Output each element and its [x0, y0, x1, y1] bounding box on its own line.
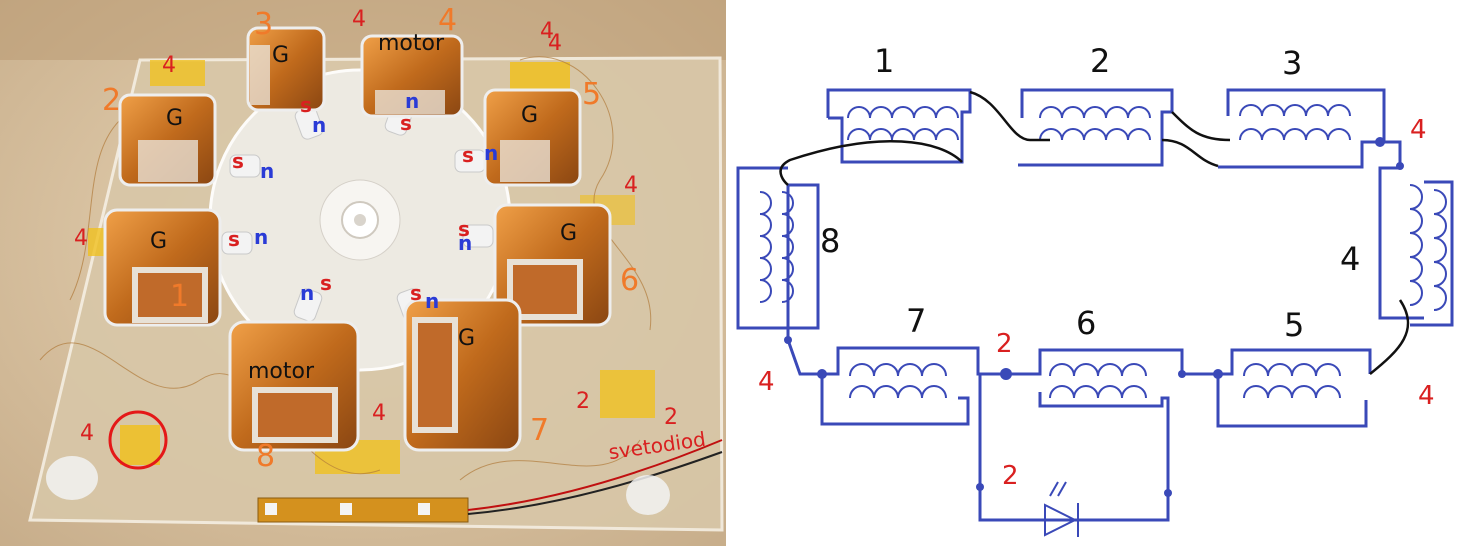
- schematic-node-label: 2: [996, 329, 1013, 359]
- magnet: [229, 154, 261, 178]
- coil-number-1: 1: [170, 279, 189, 314]
- coil-label-3: G: [272, 43, 289, 68]
- magnet-pole-label: s: [228, 227, 240, 251]
- node-label: 2: [576, 389, 590, 414]
- node-label: 4: [548, 31, 562, 56]
- led-symbol: [1044, 481, 1079, 537]
- coil-label-6: G: [560, 221, 577, 246]
- magnet-pole-label: n: [458, 231, 472, 255]
- magnet-pole-label: n: [312, 113, 326, 137]
- tape-patch: [600, 370, 655, 418]
- schematic-wires: [736, 88, 1454, 522]
- magnet-pole-label: s: [458, 217, 470, 241]
- magnet-pole-label: n: [260, 159, 274, 183]
- coil-number-2: 2: [102, 83, 121, 118]
- node-label: 4: [372, 401, 386, 426]
- rubber-foot: [46, 456, 98, 500]
- schematic-node-label: 4: [758, 367, 775, 397]
- coil-label-4: motor: [378, 31, 445, 56]
- schematic-coil-number-5: 5: [1284, 306, 1304, 344]
- magnet-pole-label: s: [300, 93, 312, 117]
- coil-3: [246, 26, 326, 112]
- lead-wires: [39, 56, 652, 481]
- magnet-pole-label: n: [254, 225, 268, 249]
- coil-5: [483, 88, 582, 187]
- schematic-coil-number-7: 7: [906, 302, 926, 340]
- magnet-pole-label: n: [425, 289, 439, 313]
- schematic-coil-number-1: 1: [874, 42, 894, 80]
- tape-patch: [150, 60, 205, 86]
- node-label: 4: [162, 53, 176, 78]
- coil-1: [103, 208, 222, 327]
- coil-number-3: 3: [254, 7, 273, 42]
- coil-label-1: G: [150, 229, 167, 254]
- rubber-foot: [626, 475, 670, 515]
- node-label: 4: [74, 226, 88, 251]
- node-label: 4: [352, 7, 366, 32]
- coil-number-5: 5: [582, 77, 601, 112]
- led-strip: [257, 439, 723, 523]
- schematic-node-label: 4: [1410, 115, 1427, 145]
- magnet-pole-label: s: [232, 149, 244, 173]
- magnet-pole-label: s: [462, 143, 474, 167]
- tape-patch: [510, 62, 570, 90]
- schematic-coil-number-2: 2: [1090, 42, 1110, 80]
- schematic-coil-number-6: 6: [1076, 304, 1096, 342]
- magnet: [293, 288, 323, 322]
- node-label: 4: [540, 19, 554, 44]
- magnet-pole-label: n: [484, 141, 498, 165]
- magnet: [462, 224, 494, 248]
- coil-number-7: 7: [530, 413, 549, 448]
- magnet-pole-label: s: [320, 271, 332, 295]
- schematic-coil-number-3: 3: [1282, 44, 1302, 82]
- coil-label-5: G: [521, 103, 538, 128]
- coil-6: [493, 203, 612, 327]
- schematic-coil-number-8: 8: [820, 222, 840, 260]
- coil-label-8: motor: [248, 359, 315, 384]
- magnet-pole-label: n: [300, 281, 314, 305]
- magnet-pole-label: n: [405, 89, 419, 113]
- coil-symbols: [759, 104, 1447, 399]
- junction-dots: [784, 137, 1404, 497]
- highlight-circle: [108, 410, 168, 470]
- node-label: 4: [80, 421, 94, 446]
- node-label: 2: [664, 405, 678, 430]
- schematic-node-label: 4: [1418, 381, 1435, 411]
- coil-label-2: G: [166, 106, 183, 131]
- tape-patch: [120, 425, 160, 465]
- coil-8: [228, 320, 360, 452]
- schematic-node-label: 2: [1002, 461, 1019, 491]
- coil-number-8: 8: [256, 439, 275, 474]
- coil-4: [360, 34, 464, 118]
- coil-number-6: 6: [620, 263, 639, 298]
- coil-7: [403, 298, 522, 452]
- black-wires: [779, 90, 1410, 375]
- coil-2: [118, 93, 217, 187]
- magnet-pole-label: s: [400, 111, 412, 135]
- coil-label-7: G: [458, 326, 475, 351]
- node-label: 4: [624, 173, 638, 198]
- magnet: [221, 231, 253, 255]
- schematic-coil-number-4: 4: [1340, 240, 1360, 278]
- coil-number-4: 4: [438, 3, 457, 38]
- magnet-pole-label: s: [410, 281, 422, 305]
